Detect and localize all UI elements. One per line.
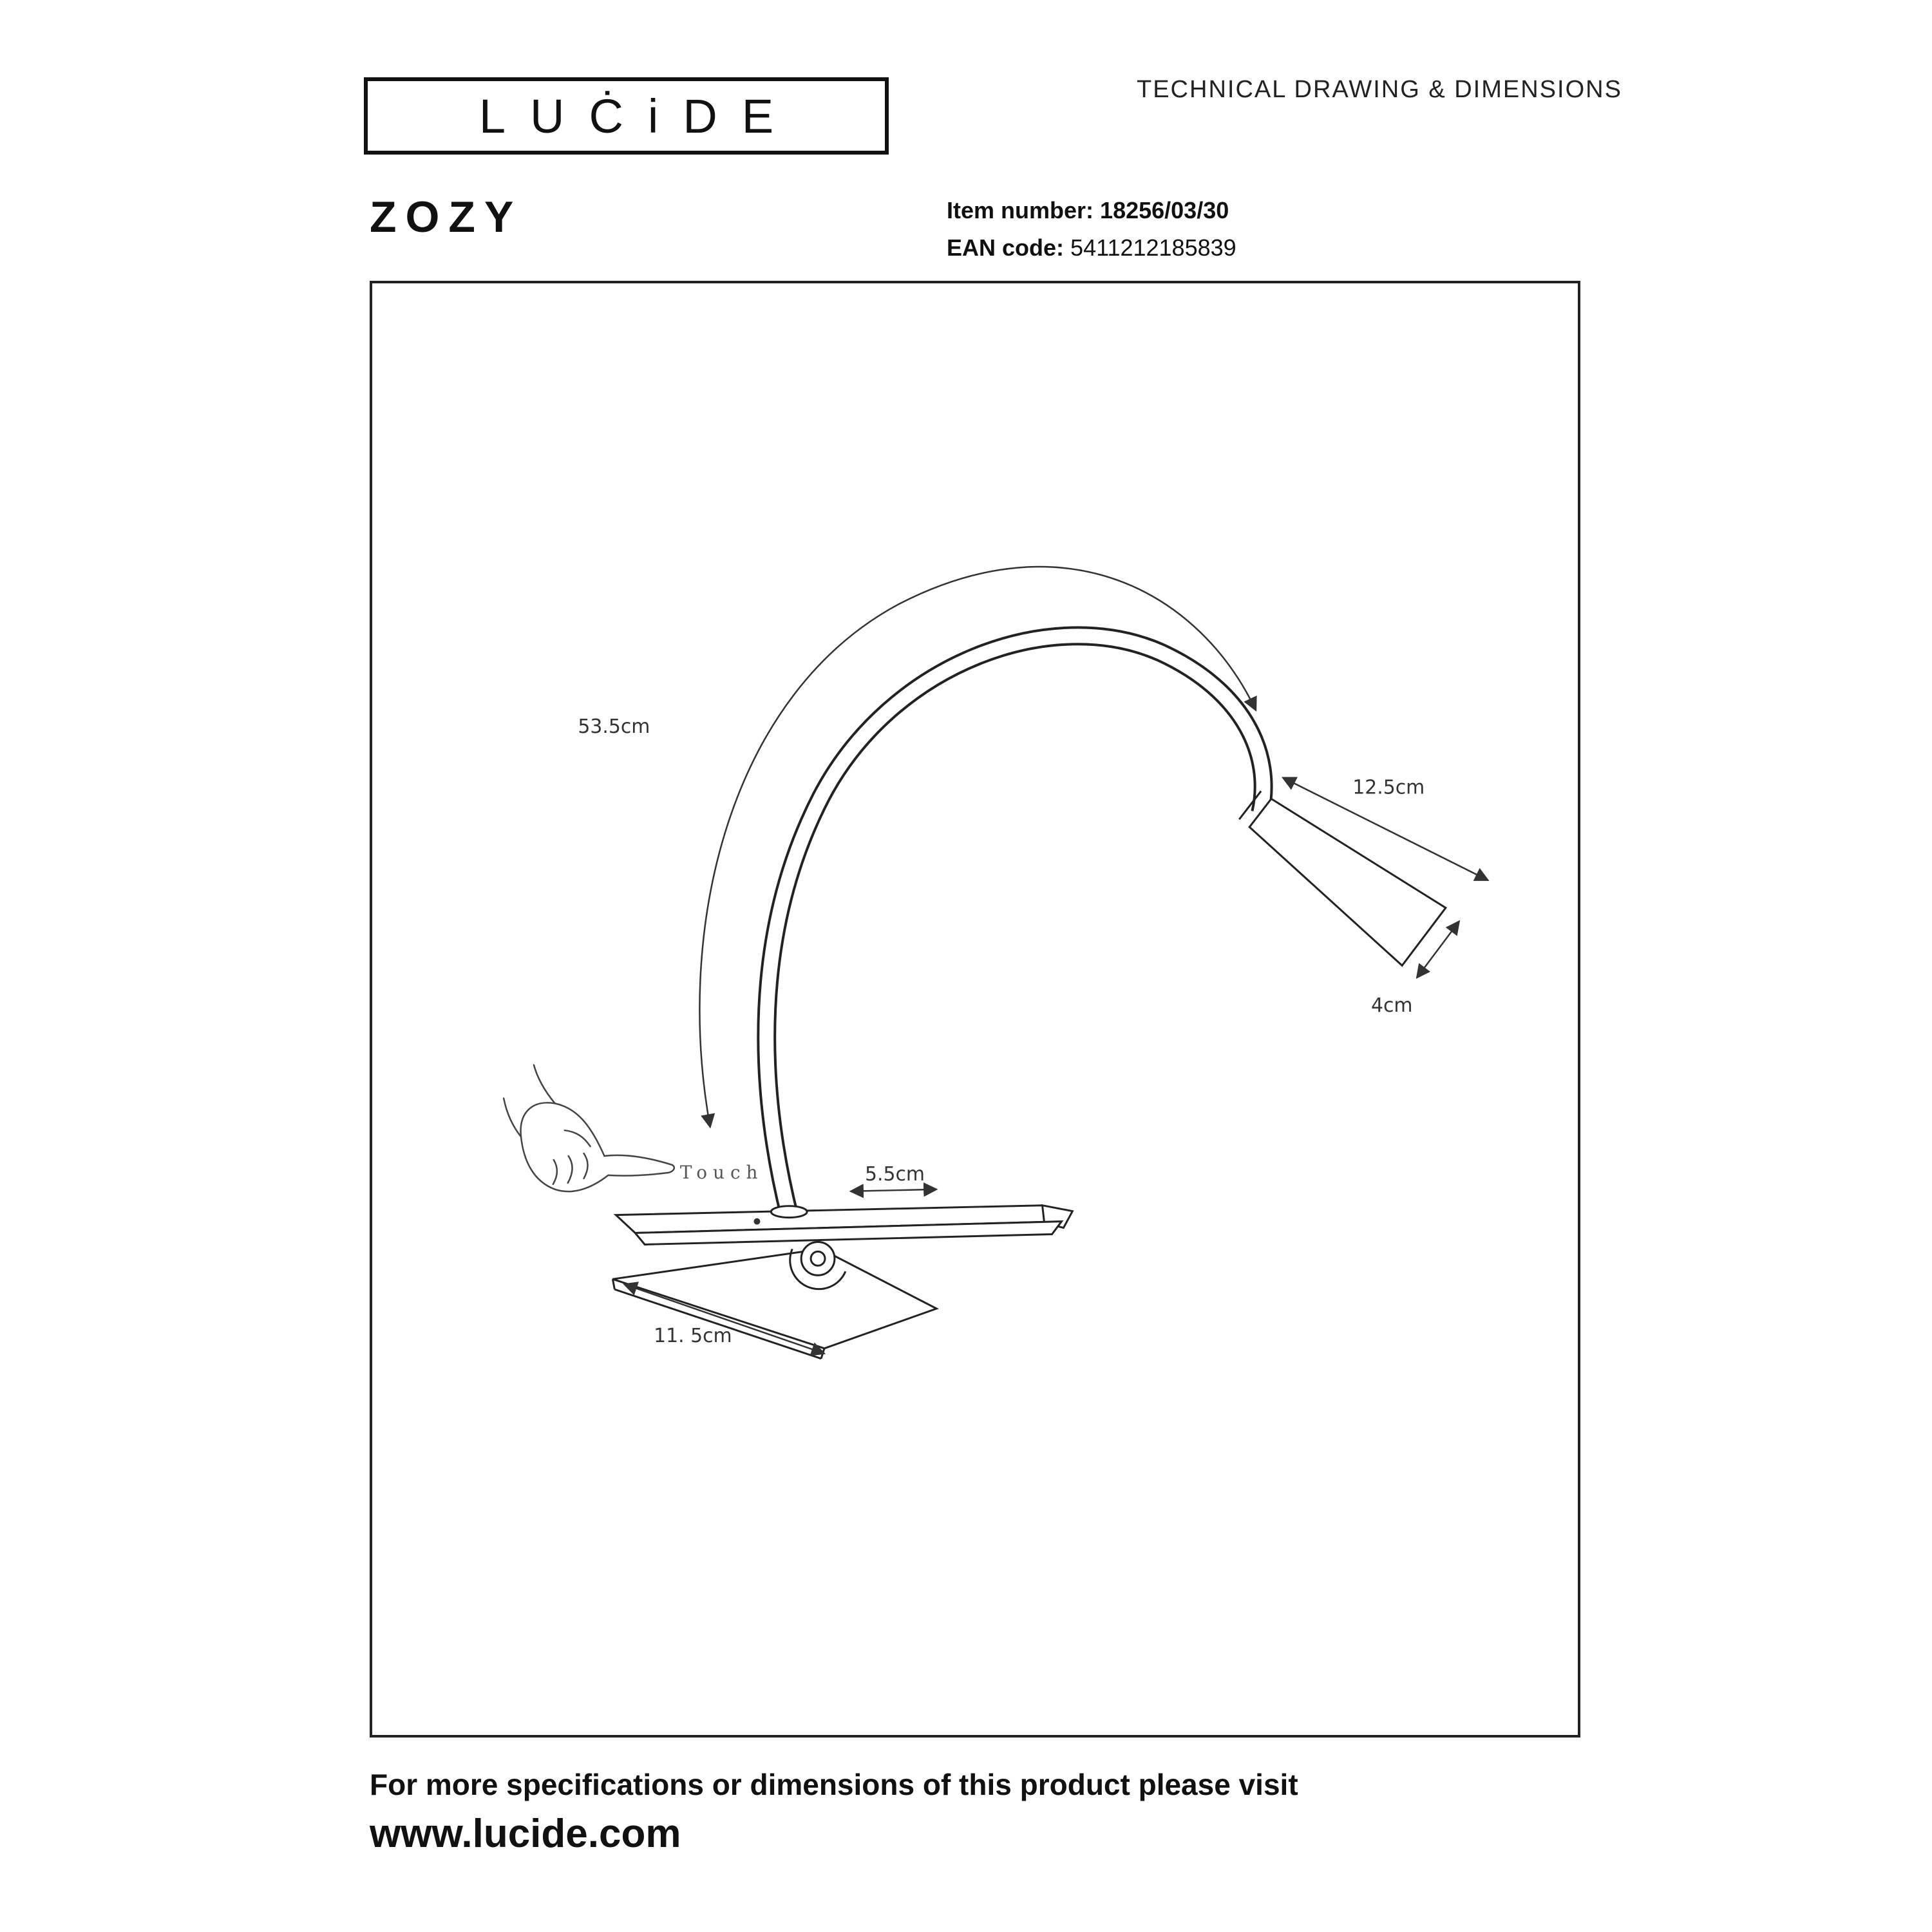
document-title: TECHNICAL DRAWING & DIMENSIONS xyxy=(1137,76,1622,103)
ean-label: EAN code: xyxy=(947,234,1065,261)
footer-note: For more specifications or dimensions of… xyxy=(370,1768,1298,1801)
touch-annotation: Touch xyxy=(680,1162,764,1183)
touch-button xyxy=(753,1218,761,1225)
lamp-head-cone xyxy=(1248,797,1448,967)
dimension-base-width-arrow xyxy=(849,1182,938,1198)
dimension-base-width-label: 5.5cm xyxy=(865,1163,925,1186)
dimension-clamp-length: 11. 5cm xyxy=(623,1282,826,1356)
dimension-arm-length-arrow xyxy=(699,566,1257,1129)
gooseneck-inner xyxy=(759,629,1271,1219)
footer-website: www.lucide.com xyxy=(370,1812,681,1856)
technical-drawing: 53.5cm 12.5cm 4cm 5.5cm 11. 5cm xyxy=(502,566,1490,1360)
dimension-arm-length: 53.5cm xyxy=(578,566,1257,1129)
dimension-clamp-length-arrow xyxy=(623,1282,826,1356)
lucide-logo: LUĊiDE xyxy=(364,77,889,155)
dimension-clamp-length-label: 11. 5cm xyxy=(654,1325,732,1347)
product-name: ZOZY xyxy=(370,193,523,242)
clamp-upper-jaw xyxy=(633,1220,1064,1245)
lucide-logo-text: LUĊiDE xyxy=(478,89,799,143)
dimension-head-diameter-arrow xyxy=(1416,920,1461,980)
clamp-hinge-screw xyxy=(810,1250,826,1267)
item-number-row: Item number: 18256/03/30 xyxy=(947,192,1236,229)
gooseneck-arm xyxy=(757,626,1273,1220)
item-number-label: Item number: xyxy=(947,197,1094,223)
dimension-head-length-label: 12.5cm xyxy=(1352,776,1425,799)
product-meta: Item number: 18256/03/30 EAN code: 54112… xyxy=(947,192,1236,267)
dimension-base-width: 5.5cm xyxy=(849,1163,938,1198)
hand-illustration xyxy=(502,1064,676,1193)
technical-drawing-frame: 53.5cm 12.5cm 4cm 5.5cm 11. 5cm xyxy=(370,281,1580,1738)
dimension-head-diameter-label: 4cm xyxy=(1371,994,1413,1017)
item-number-value: 18256/03/30 xyxy=(1100,197,1229,223)
dimension-arm-length-label: 53.5cm xyxy=(578,715,650,738)
ean-row: EAN code: 5411212185839 xyxy=(947,229,1236,267)
gooseneck-mount xyxy=(770,1205,808,1219)
dimension-head-length-arrow xyxy=(1281,777,1490,881)
ean-value: 5411212185839 xyxy=(1070,234,1236,261)
dimension-head-length: 12.5cm xyxy=(1281,776,1490,881)
lamp-head xyxy=(1238,790,1448,967)
gooseneck-outline xyxy=(757,626,1273,1220)
dimension-head-diameter: 4cm xyxy=(1371,920,1461,1017)
